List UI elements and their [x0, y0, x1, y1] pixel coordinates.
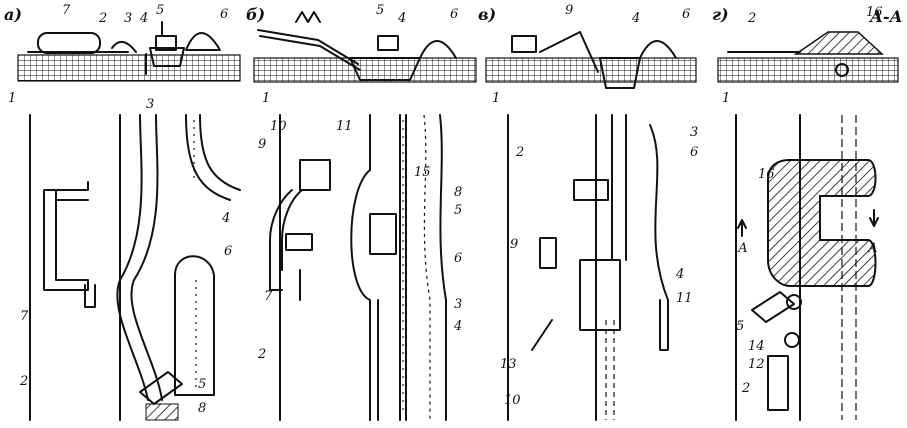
item-14-g: [784, 332, 800, 348]
num-b-4b: 4: [453, 319, 462, 334]
num-v-10: 10: [504, 393, 521, 408]
soil-grid-g: [717, 57, 899, 83]
panel-g: г) А-А 2 16 1 А А 16 5 14 12 2: [712, 5, 903, 421]
num-v-1: 1: [492, 91, 500, 106]
num-g-2: 2: [747, 11, 756, 26]
panel-a-label: а): [4, 5, 22, 24]
road-widening-b: [350, 169, 371, 421]
num-g-16b: 16: [758, 167, 775, 182]
trench-4-a: [149, 47, 185, 67]
num-g-12: 12: [748, 357, 765, 372]
panel-a: а) 7 2 3 4 5 6 1 3 4 6 7: [4, 3, 241, 421]
num-b-4: 4: [397, 11, 406, 26]
bypass-pipe-7-a: [43, 181, 89, 291]
spoil-6-a: [185, 32, 221, 51]
spoil-6-plan-a: [174, 255, 215, 396]
boom-b: [257, 29, 359, 65]
num-g-14: 14: [748, 339, 765, 354]
arrow-a-left-label: А: [737, 241, 748, 256]
panel-v: в) 9 4 6 1 2 3 6 9 4 11 13 10: [478, 3, 698, 421]
panel-g-label: г): [712, 5, 729, 24]
num-v-9b: 9: [510, 237, 518, 252]
num-b-10: 10: [270, 119, 287, 134]
trench-4-v: [599, 57, 641, 89]
num-a-2: 2: [98, 11, 107, 26]
bucket-3-a: [111, 41, 137, 53]
num-a-4: 4: [139, 11, 148, 26]
panel-v-label: в): [478, 5, 496, 24]
machine-5-b: [377, 35, 399, 51]
soil-grid-a: [17, 54, 241, 82]
machine-5-a: [155, 35, 177, 51]
trench-b: [399, 114, 407, 421]
num-v-6: 6: [682, 7, 690, 22]
num-g-16: 16: [866, 5, 883, 20]
num-a-3: 3: [124, 11, 132, 26]
num-a-7: 7: [62, 3, 71, 18]
spoil-6-v: [649, 124, 669, 351]
num-v-9: 9: [565, 3, 573, 18]
num-g-1: 1: [722, 91, 730, 106]
num-b-15: 15: [414, 165, 431, 180]
num-v-6b: 6: [690, 145, 698, 160]
machine-5-g: [751, 291, 795, 323]
shelter-16-elevation: [793, 31, 884, 55]
vehicle-12-g: [767, 355, 789, 411]
num-b-5b: 5: [454, 203, 462, 218]
num-b-1: 1: [262, 91, 270, 106]
panel-b-label: б): [246, 5, 265, 24]
section-a-a-label: А-А: [869, 7, 903, 26]
num-v-4b: 4: [675, 267, 684, 282]
num-a-3b: 3: [146, 97, 154, 112]
num-b-6b: 6: [454, 251, 462, 266]
shelter-16-plan: [767, 159, 877, 287]
num-a-8: 8: [198, 401, 206, 416]
num-b-8: 8: [454, 185, 462, 200]
num-v-11: 11: [676, 291, 693, 306]
machine-15-b: [369, 213, 397, 255]
num-a-5b: 5: [198, 377, 206, 392]
soil-grid-b: [253, 57, 477, 83]
num-a-4b: 4: [221, 211, 230, 226]
num-b-9: 9: [258, 137, 266, 152]
trench-4-b: [349, 57, 421, 81]
num-v-3: 3: [690, 125, 698, 140]
conveyor-9-v: [539, 31, 599, 73]
num-a-1: 1: [8, 91, 16, 106]
panel-b: б) 5 4 6 1 10 11 9 15 8 5 6 7 3 4: [246, 3, 477, 421]
machine-11-v: [579, 259, 621, 331]
num-b-5: 5: [376, 3, 384, 18]
num-b-7: 7: [264, 289, 273, 304]
machine-8-a: [145, 403, 179, 421]
num-b-2: 2: [257, 347, 266, 362]
machine-7-a: [37, 32, 101, 54]
num-g-2b: 2: [741, 381, 750, 396]
num-a-6b: 6: [224, 244, 232, 259]
num-a-7b: 7: [20, 309, 29, 324]
num-v-2: 2: [515, 145, 524, 160]
num-a-2b: 2: [19, 374, 28, 389]
num-v-13: 13: [500, 357, 517, 372]
num-a-6: 6: [220, 7, 228, 22]
spoil-6-b: [419, 40, 457, 59]
machine-9-b: [299, 159, 331, 191]
num-g-5: 5: [736, 319, 744, 334]
num-v-4: 4: [631, 11, 640, 26]
num-b-3: 3: [454, 297, 462, 312]
num-b-11: 11: [336, 119, 353, 134]
trench-right-edge-a: [130, 114, 163, 401]
machine-5-plan-a: [139, 371, 183, 405]
trench-left-edge-a: [116, 114, 149, 401]
num-a-5: 5: [156, 3, 164, 18]
arrow-a-right-label: А: [867, 241, 878, 256]
num-b-6: 6: [450, 7, 458, 22]
soil-grid-v: [485, 57, 697, 83]
